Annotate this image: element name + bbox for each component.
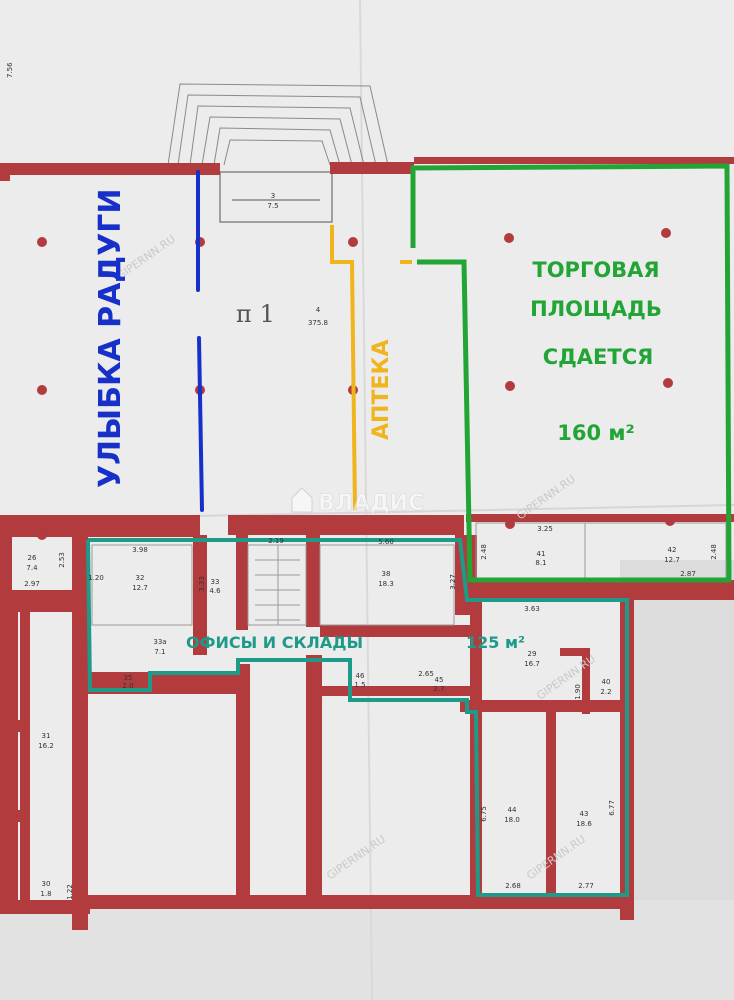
ulybka-label: УЛЫБКА РАДУГИ	[93, 189, 128, 488]
rental-area-outline	[410, 163, 732, 583]
room-annotations: 3 7.5 4 375.8 26 7.4 2.97 2.53 3.98 32 1…	[24, 192, 718, 900]
stair-dim: 2.19	[268, 537, 284, 545]
room-31-area: 16.2	[38, 742, 54, 750]
room-38-d: 5.60	[378, 538, 394, 546]
dim-327: 3.27	[449, 574, 457, 590]
room-45-area: 2.7	[433, 685, 444, 693]
room-33-area: 4.6	[209, 587, 221, 595]
room-33-no: 33	[211, 578, 220, 586]
room-43-no: 43	[580, 810, 589, 818]
rent-label-line1: ТОРГОВАЯ	[532, 258, 659, 282]
offices-area-label: 125 м²	[466, 633, 525, 652]
watermark-vladis-text: ВЛАДИС	[318, 491, 424, 516]
room-42-d1: 2.87	[680, 570, 696, 578]
room-41-no: 41	[537, 550, 546, 558]
room-44-d1: 6.75	[480, 806, 488, 822]
corner-number: 7.56	[6, 62, 14, 78]
room-44-d2: 2.68	[505, 882, 521, 890]
room-41-d1: 3.25	[537, 525, 553, 533]
entrance-porch	[167, 83, 389, 166]
room-26-no: 26	[28, 554, 37, 562]
dim-120: 1.20	[88, 574, 104, 582]
room-3-no: 3	[271, 192, 275, 200]
room-30-no: 30	[42, 880, 51, 888]
room-26-d1: 2.53	[58, 552, 66, 568]
ulybka-boundary	[196, 170, 204, 512]
room-29-no: 29	[528, 650, 537, 658]
room-3-area: 7.5	[267, 202, 278, 210]
offices-area-outline	[86, 538, 629, 897]
room-41-area: 8.1	[535, 559, 546, 567]
rent-area-label: 160 м²	[557, 421, 635, 445]
offices-label: ОФИСЫ И СКЛАДЫ	[186, 633, 363, 652]
room-44-no: 44	[508, 806, 517, 814]
dim-190: 1.90	[574, 684, 582, 700]
room-43-area: 18.6	[576, 820, 592, 828]
room-4-area: 375.8	[308, 319, 328, 327]
room-35-no: 35	[124, 674, 133, 682]
room-26-d2: 2.97	[24, 580, 40, 588]
room-31-no: 31	[42, 732, 51, 740]
room-30-area: 1.8	[40, 890, 51, 898]
room-38-no: 38	[382, 570, 391, 578]
apteka-boundary	[330, 225, 412, 511]
room-41-d2: 2.48	[480, 544, 488, 560]
room-42-area: 12.7	[664, 556, 680, 564]
room-32-area: 12.7	[132, 584, 148, 592]
room-46-no: 46	[356, 672, 365, 680]
room-32-no: 32	[136, 574, 145, 582]
room-32-d: 3.98	[132, 546, 148, 554]
rent-label-line2: ПЛОЩАДЬ	[530, 297, 662, 321]
room-42-d2: 2.48	[710, 544, 718, 560]
room-30-d: 1.22	[66, 884, 74, 900]
room-46-area: 1.5	[354, 681, 365, 689]
walls	[0, 157, 734, 930]
room-45-d: 2.65	[418, 670, 434, 678]
room-38-area: 18.3	[378, 580, 394, 588]
room-33-d: 3.33	[198, 576, 206, 592]
watermark-vladis: ВЛАДИС	[291, 487, 425, 516]
room-33a-no: 33а	[153, 638, 166, 646]
rent-label-line3: СДАЕТСЯ	[543, 345, 654, 369]
room-35-area: 2.0	[122, 682, 133, 690]
room-29-d: 3.63	[524, 605, 540, 613]
room-45-no: 45	[435, 676, 444, 684]
room-43-d2: 2.77	[578, 882, 594, 890]
room-42-no: 42	[668, 546, 677, 554]
room-44-area: 18.0	[504, 816, 520, 824]
room-43-d1: 6.77	[608, 800, 616, 816]
room-40-no: 40	[602, 678, 611, 686]
room-4-no: 4	[316, 306, 321, 314]
room-26-area: 7.4	[26, 564, 38, 572]
apteka-label: АПТЕКА	[369, 340, 394, 440]
floor-label: п 1	[236, 300, 275, 328]
vestibule	[219, 171, 333, 223]
room-33a-area: 7.1	[154, 648, 165, 656]
paper-shade-bottom	[0, 900, 734, 1000]
room-29-area: 16.7	[524, 660, 540, 668]
room-40-area: 2.2	[600, 688, 611, 696]
